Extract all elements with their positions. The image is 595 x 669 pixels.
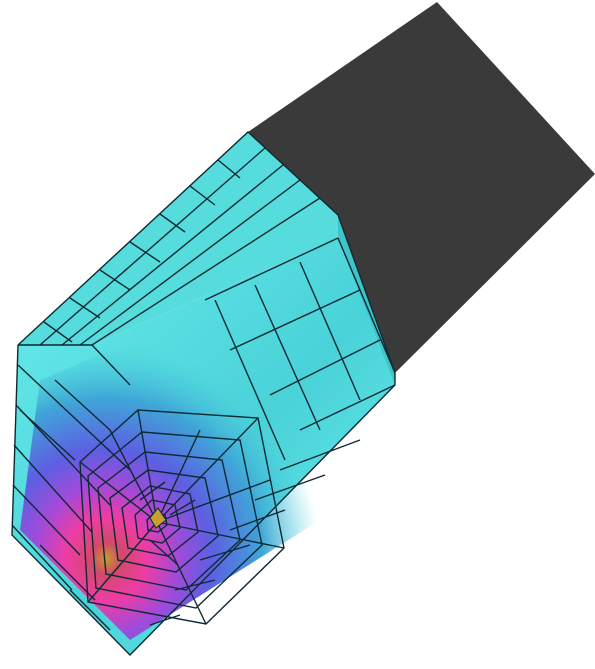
dark-face [248,2,595,373]
hotspot-core [149,507,167,529]
outline [12,132,395,655]
mesh-grid [12,132,395,655]
